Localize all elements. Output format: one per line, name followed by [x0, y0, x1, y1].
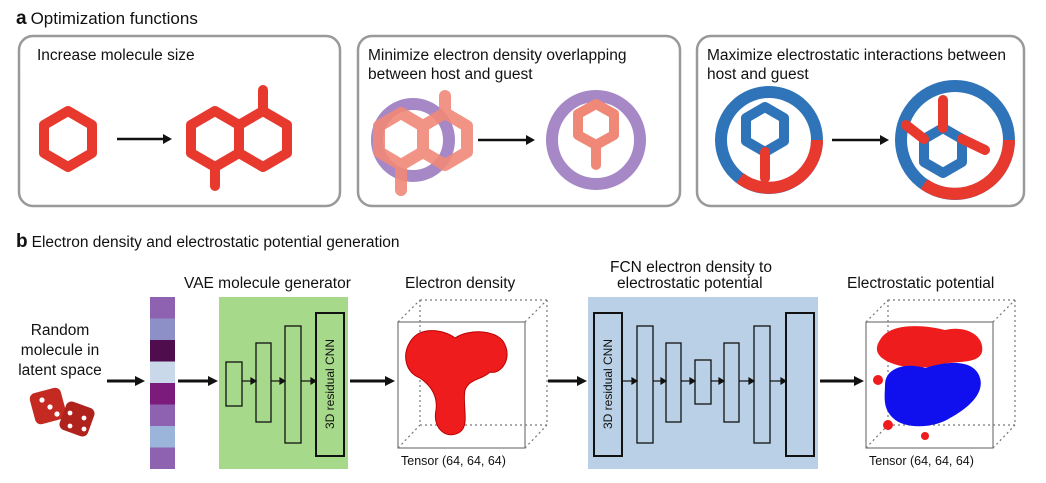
host-ring-4 [895, 80, 1015, 200]
fcn-small-arrows [622, 376, 788, 386]
vae-generator-box [219, 297, 348, 469]
panel-a-letter: a [16, 8, 27, 29]
fcn-title-line2: electrostatic potential [617, 275, 763, 292]
guest-molecule-4 [901, 95, 990, 178]
esp-title: Electrostatic potential [847, 275, 995, 292]
host-ring-3 [715, 86, 823, 194]
esp-caption: Tensor (64, 64, 64) [869, 454, 974, 468]
esp-small-red-3 [883, 420, 893, 430]
box-maximize-electrostatic [695, 34, 1026, 208]
latent-cell [150, 340, 175, 362]
vae-title: VAE molecule generator [184, 275, 351, 292]
fcn-box [588, 297, 818, 469]
esp-small-red-2 [921, 432, 929, 440]
panel-b-title-text: Electron density and electrostatic poten… [31, 234, 400, 251]
latent-cell [150, 318, 175, 340]
latent-cell [150, 426, 175, 448]
host-ring-2 [546, 90, 646, 190]
panel-a-title-text: Optimization functions [30, 9, 198, 28]
vae-small-arrows [242, 376, 318, 386]
guest-fit-molecule [573, 99, 619, 170]
density-title: Electron density [405, 275, 516, 292]
box3-title: Maximize electrostatic interactions betw… [707, 47, 1006, 83]
box-increase-size [17, 34, 342, 208]
latent-cell [150, 383, 175, 405]
guest-overlap-molecule [373, 90, 473, 196]
hexagon-small [39, 106, 97, 172]
latent-vector [150, 297, 175, 469]
dice-icon [29, 387, 95, 437]
panel-b-letter: b [16, 231, 28, 252]
box2-title: Minimize electron density overlapping be… [368, 47, 627, 83]
guest-molecule-3 [741, 102, 789, 183]
latent-cell [150, 404, 175, 426]
vae-cnn-label: 3D residual CNN [323, 338, 337, 430]
input-label: Random molecule in latent space [18, 322, 102, 379]
vae-network [225, 312, 345, 457]
fcn-network [593, 312, 815, 457]
esp-small-red-1 [873, 375, 883, 385]
naphthalene-molecule [186, 85, 292, 191]
esp-positive-blob [876, 326, 983, 368]
fcn-title-line1: FCN electron density to [610, 259, 772, 276]
density-caption: Tensor (64, 64, 64) [401, 454, 506, 468]
latent-cell [150, 361, 175, 383]
latent-cell [150, 297, 175, 319]
box1-title: Increase molecule size [37, 47, 195, 64]
fcn-cnn-label: 3D residual CNN [601, 338, 615, 430]
density-blob [405, 330, 508, 436]
box-minimize-overlap [356, 34, 682, 208]
density-cube [397, 299, 548, 449]
esp-negative-blob [884, 362, 981, 427]
latent-cell [150, 447, 175, 469]
